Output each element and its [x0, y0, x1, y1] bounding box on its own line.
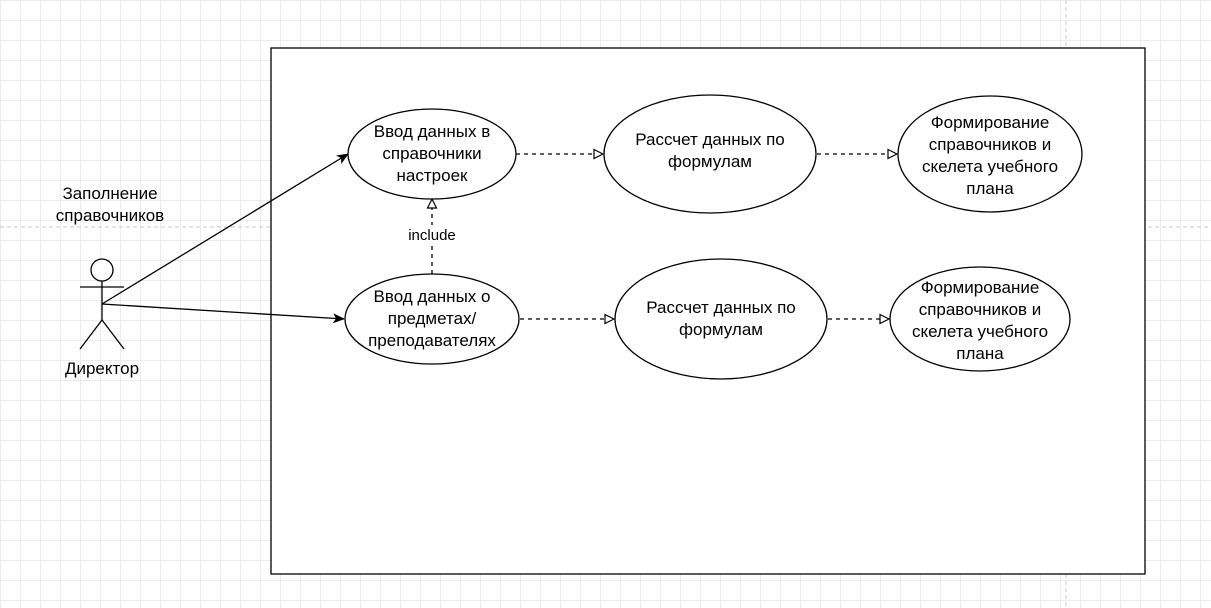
usecase-form-row1[interactable] [897, 95, 1083, 213]
usecase-input-subjects[interactable] [344, 273, 520, 365]
usecase-calc-row2[interactable] [614, 258, 828, 380]
actor-left-leg [79, 319, 103, 350]
actor-name-label: Директор [64, 359, 140, 378]
association-arrow-to-subjects[interactable] [101, 303, 345, 324]
actor-head [90, 258, 114, 282]
usecase-calc-row1-label: Рассчет данных по формулам [635, 130, 785, 171]
usecase-form-row2[interactable] [889, 266, 1071, 372]
include-label-background [404, 225, 461, 245]
actor-group-label: Заполнение справочников [55, 184, 165, 225]
usecase-calc-row1[interactable] [603, 94, 817, 214]
actor-right-leg [101, 319, 125, 350]
association-arrow-to-settings[interactable] [101, 153, 349, 305]
usecase-calc-row2-label: Рассчет данных по формулам [646, 298, 796, 339]
actor-director-figure[interactable] [79, 258, 125, 350]
usecase-input-settings-label: Ввод данных в справочники настроек [373, 122, 491, 185]
include-label: include [408, 227, 456, 244]
usecase-form-row1-label: Формирование справочников и скелета учеб… [921, 113, 1059, 198]
usecase-input-settings[interactable] [347, 108, 517, 200]
usecase-form-row2-label: Формирование справочников и скелета учеб… [911, 278, 1049, 363]
usecase-input-subjects-label: Ввод данных о предметах/ преподавателях [368, 287, 496, 350]
